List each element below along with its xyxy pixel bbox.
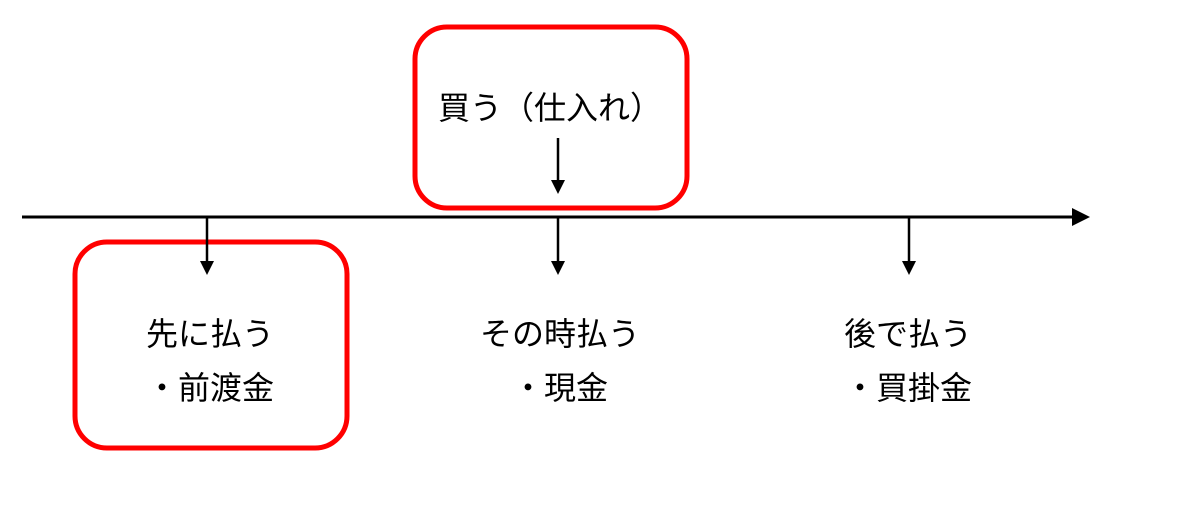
pay-now-node: その時払う ・現金 [455, 318, 665, 404]
pay-later-arrowhead-icon [902, 261, 916, 275]
pay-advance-arrowhead-icon [200, 261, 214, 275]
pay-later-account: ・買掛金 [843, 369, 972, 407]
pay-advance-node: 先に払う ・前渡金 [110, 318, 310, 404]
pay-later-title: 後で払う [843, 315, 972, 353]
timeline-arrowhead-icon [1072, 208, 1090, 226]
pay-advance-account: ・前渡金 [145, 369, 274, 407]
pay-advance-highlight-box [72, 239, 350, 451]
pay-now-arrowhead-icon [551, 261, 565, 275]
purchase-arrowhead-icon [551, 180, 565, 194]
purchase-label: 買う（仕入れ） [430, 92, 670, 124]
purchase-highlight-box [412, 24, 690, 211]
pay-advance-title: 先に払う [145, 315, 274, 353]
pay-now-account: ・現金 [511, 369, 608, 407]
pay-now-title: その時払う [479, 315, 640, 353]
purchase-text: 買う（仕入れ） [437, 89, 662, 127]
pay-later-node: 後で払う ・買掛金 [808, 318, 1008, 404]
